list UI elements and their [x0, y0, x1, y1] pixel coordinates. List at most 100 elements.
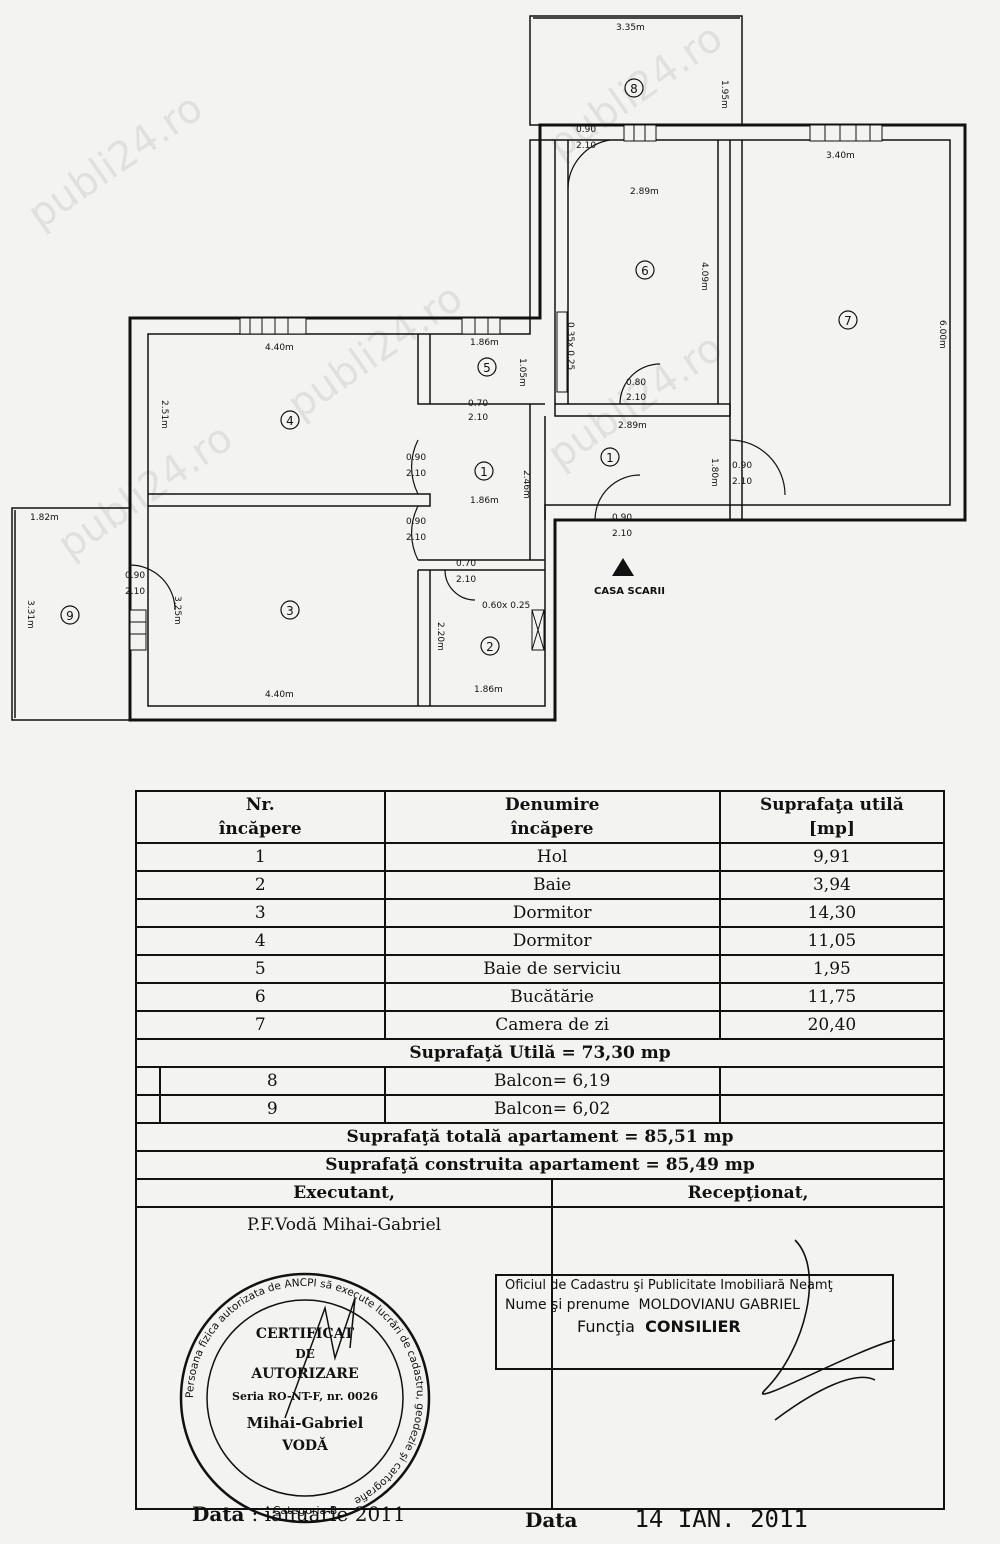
dimension-label: 0.70 [468, 399, 488, 409]
useful-area-row: Suprafaţă Utilă = 73,30 mp [135, 1038, 945, 1068]
dimension-label: 4.09m [699, 262, 709, 291]
watermark-text: publi24.ro [49, 415, 241, 569]
stamp-series: Seria RO-NT-F, nr. 0026 [232, 1390, 378, 1403]
table-row: 3 Dormitor 14,30 [135, 898, 946, 928]
room-area-cell: 9,91 [718, 842, 946, 872]
balcony-row: 8 Balcon= 6,19 [135, 1066, 946, 1096]
dimension-label: 2.10 [406, 533, 426, 543]
ocpi-name-line: Nume şi prenume MOLDOVIANU GABRIEL [497, 1295, 892, 1315]
room-number-4: 4 [286, 414, 294, 428]
dimension-label: 2.10 [125, 587, 145, 597]
ocpi-function-line: Funcţia CONSILIER [497, 1315, 892, 1338]
room-name-cell: Dormitor [383, 926, 721, 956]
dimension-label: 0.60x 0.25 [482, 601, 530, 611]
date-right-label: Data [525, 1508, 578, 1532]
table-row: 4 Dormitor 11,05 [135, 926, 946, 956]
balcony-row: 9 Balcon= 6,02 [135, 1094, 946, 1124]
walls [11, 15, 967, 722]
room-name-cell: Baie de serviciu [383, 954, 721, 984]
balcony-name-cell: Balcon= 6,19 [383, 1066, 721, 1096]
balcony-area-cell [718, 1066, 946, 1096]
balcony-indent-cell [135, 1066, 161, 1096]
room-nr-cell: 1 [135, 842, 386, 872]
room-nr-cell: 3 [135, 898, 386, 928]
stair-entrance-arrow-icon [612, 558, 634, 576]
dimension-label: 3.25m [172, 596, 182, 625]
dimension-label: 2.10 [732, 477, 752, 487]
ocpi-function-label: Funcţia [577, 1317, 635, 1336]
dimension-label: 0.90 [406, 453, 426, 463]
dimension-label: 2.10 [406, 469, 426, 479]
ocpi-office: Oficiul de Cadastru şi Publicitate Imobi… [505, 1278, 833, 1293]
dimension-label: 0.90 [406, 517, 426, 527]
room-number-9: 9 [66, 609, 74, 623]
room-number-5: 5 [483, 361, 491, 375]
room-number-6: 6 [641, 264, 649, 278]
executant-label: Executant, [134, 1178, 554, 1208]
dimension-label: 4.40m [265, 343, 294, 353]
room-number-7: 7 [844, 314, 852, 328]
executant-name: P.F.Vodă Mihai-Gabriel [247, 1215, 442, 1235]
executant-signature-icon [284, 1297, 356, 1419]
table-row: 5 Baie de serviciu 1,95 [135, 954, 946, 984]
ocpi-name-label: Nume şi prenume [505, 1297, 630, 1313]
dimension-label: 0.35x 0.25 [565, 322, 575, 370]
dimension-label: 3.31m [25, 600, 35, 629]
dimension-label: 1.86m [474, 685, 503, 695]
receptionat-signature-icon [761, 1239, 896, 1421]
stamp-line1: CERTIFICAT [256, 1326, 355, 1342]
room-number-markers [60, 78, 858, 656]
dimension-label: 2.10 [626, 393, 646, 403]
room-nr-cell: 5 [135, 954, 386, 984]
balcony-indent-cell [135, 1094, 161, 1124]
executant-cell: P.F.Vodă Mihai-Gabriel [134, 1206, 554, 1510]
room-nr-cell: 7 [135, 1010, 386, 1040]
stair-label: CASA SCARII [594, 586, 665, 597]
room-name-cell: Camera de zi [383, 1010, 721, 1040]
stamp-line2: DE [295, 1347, 315, 1361]
stamp-name2: VODĂ [281, 1436, 329, 1454]
built-area-row: Suprafaţă construita apartament = 85,49 … [135, 1150, 945, 1180]
room-area-cell: 1,95 [718, 954, 946, 984]
dimension-label: 2.46m [521, 470, 531, 499]
room-nr-cell: 2 [135, 870, 386, 900]
total-area: Suprafaţă totală apartament = 85,51 mp [135, 1122, 945, 1152]
room-number-1: 1 [480, 465, 488, 479]
signature-header-row: Executant, Recepţionat, [134, 1178, 945, 1208]
room-name-cell: Baie [383, 870, 721, 900]
room-name-cell: Bucătărie [383, 982, 721, 1012]
dimension-label: 0.90 [732, 461, 752, 471]
date-left-value: : ianuarie 2011 [251, 1502, 406, 1526]
dimension-label: 4.40m [265, 690, 294, 700]
watermark-text: publi24.ro [19, 85, 211, 239]
room-number-8: 8 [630, 82, 638, 96]
dimension-label: 3.40m [826, 151, 855, 161]
signature-row: P.F.Vodă Mihai-Gabriel [134, 1206, 945, 1510]
room-area-cell: 11,75 [718, 982, 946, 1012]
header-room-name: Denumire încăpere [383, 790, 721, 844]
total-area-row: Suprafaţă totală apartament = 85,51 mp [135, 1122, 945, 1152]
room-area-cell: 14,30 [718, 898, 946, 928]
date-right: Data 14 IAN. 2011 [525, 1505, 808, 1533]
dimension-label: 1.86m [470, 338, 499, 348]
dimension-label: 1.80m [709, 458, 719, 487]
table-header-row: Nr. încăpere Denumire încăpere Suprafaţa… [135, 790, 946, 844]
table-row: 7 Camera de zi 20,40 [135, 1010, 946, 1040]
date-left: Data : ianuarie 2011 [192, 1502, 406, 1526]
header-room-nr: Nr. încăpere [135, 790, 386, 844]
header-area: Suprafaţa utilă [mp] [718, 790, 946, 844]
dimension-label: 3.35m [616, 23, 645, 33]
dimension-label: 0.70 [456, 559, 476, 569]
stamp-category: Categoria B [273, 1504, 338, 1517]
balcony-name-cell: Balcon= 6,02 [383, 1094, 721, 1124]
dimension-label: 2.10 [576, 141, 596, 151]
room-area-cell: 3,94 [718, 870, 946, 900]
area-table: Nr. încăpere Denumire încăpere Suprafaţa… [134, 790, 946, 1510]
dimension-label: 6.00m [937, 320, 947, 349]
dimension-label: 0.90 [576, 125, 596, 135]
dimension-labels: 3.35m 1.95m 0.90 2.10 2.89m 4.09m 3.40m … [25, 23, 947, 700]
balcony-area-cell [718, 1094, 946, 1124]
table-row: 6 Bucătărie 11,75 [135, 982, 946, 1012]
room-number-3: 3 [286, 604, 294, 618]
floor-plan: publi24.ro publi24.ro publi24.ro publi24… [11, 15, 967, 722]
